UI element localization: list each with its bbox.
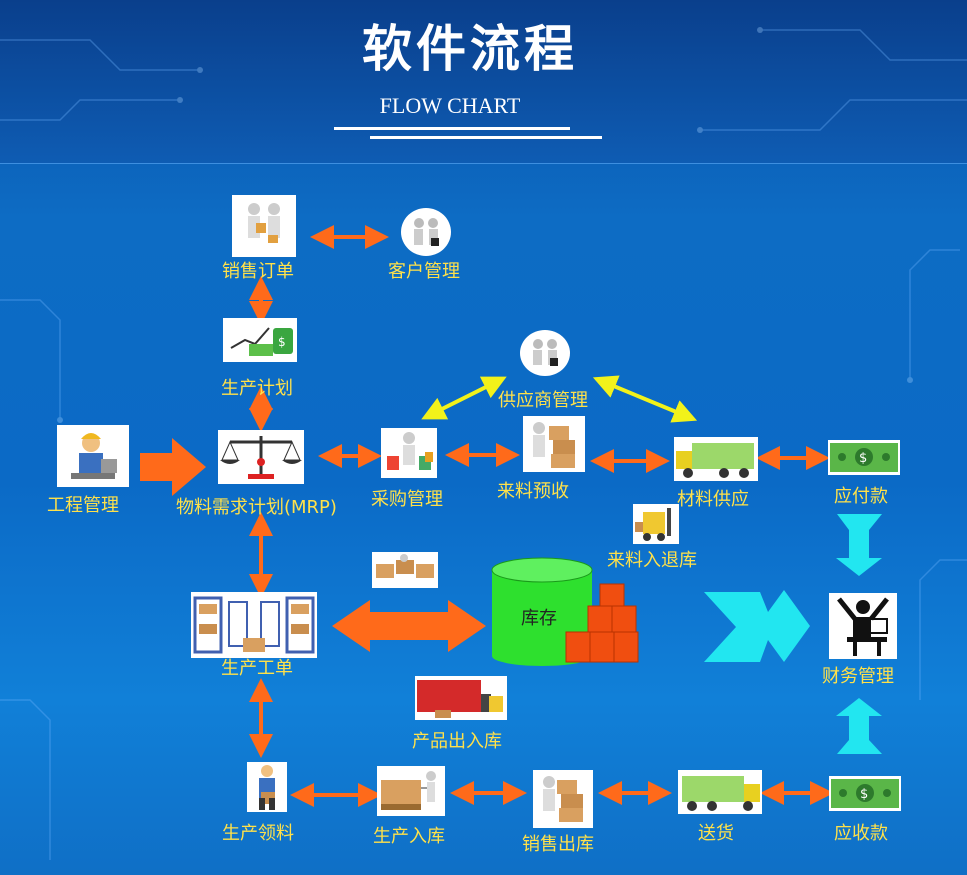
material-supply-truck-icon — [674, 437, 758, 481]
engineering-mgmt-label: 工程管理 — [47, 495, 119, 516]
work-order-label: 生产工单 — [221, 658, 293, 679]
mrp-scale-icon — [218, 430, 304, 484]
purchase-shopping-icon — [381, 428, 437, 478]
mrp-label: 物料需求计划(MRP) — [176, 497, 337, 518]
supplier-handshake-icon — [520, 330, 570, 376]
page-title: 软件流程 — [362, 20, 578, 78]
production-picking-label: 生产领料 — [222, 823, 294, 844]
production-plan-label: 生产计划 — [221, 378, 293, 399]
material-in-return-label: 来料入退库 — [607, 550, 697, 571]
customer-mgmt-label: 客户管理 — [388, 261, 460, 282]
page-subtitle: FLOW CHART — [379, 93, 521, 118]
receivable-label: 应收款 — [834, 823, 888, 844]
svg-text:$: $ — [860, 787, 868, 802]
arrow-receivable-finance — [836, 698, 882, 754]
material-receipt-boxes-icon — [523, 416, 585, 472]
receivable-money-icon: $ — [829, 776, 901, 811]
product-boxes-icon — [372, 552, 438, 588]
arrow-supplier-purchase — [421, 376, 507, 420]
finance-manager-icon — [829, 593, 897, 659]
svg-text:$: $ — [859, 451, 867, 466]
production-in-pallet-icon — [377, 766, 445, 816]
finance-mgmt-label: 财务管理 — [822, 666, 894, 687]
work-order-warehouse-icon — [191, 592, 317, 658]
product-in-out-truck-icon — [415, 676, 507, 720]
production-picking-worker-icon — [247, 762, 287, 812]
sales-order-icon — [232, 195, 296, 257]
inventory-label: 库存 — [521, 608, 557, 629]
arrow-engineering-mrp — [140, 438, 206, 496]
arrow-workorder-inventory — [332, 600, 486, 652]
material-in-return-forklift-icon — [633, 504, 679, 544]
payable-label: 应付款 — [834, 486, 888, 507]
title-underline-bottom — [370, 136, 602, 139]
delivery-truck-icon — [678, 770, 762, 814]
customer-handshake-icon — [401, 208, 451, 256]
engineering-worker-icon — [57, 425, 129, 487]
sales-out-label: 销售出库 — [522, 834, 594, 855]
sales-out-boxes-icon — [533, 770, 593, 828]
material-receipt-label: 来料预收 — [497, 481, 569, 502]
arrow-payable-finance — [836, 514, 882, 576]
delivery-label: 送货 — [698, 823, 734, 844]
product-in-out-label: 产品出入库 — [412, 731, 502, 752]
arrow-inventory-finance — [704, 590, 810, 662]
svg-text:$: $ — [278, 335, 286, 349]
purchase-mgmt-label: 采购管理 — [371, 489, 443, 510]
sales-order-label: 销售订单 — [222, 261, 294, 282]
payable-money-icon: $ — [828, 440, 900, 475]
material-supply-label: 材料供应 — [677, 489, 749, 510]
inventory-cylinder-icon — [491, 557, 639, 666]
arrow-supplier-supply — [592, 375, 698, 423]
title-underline-top — [334, 127, 570, 130]
supplier-mgmt-label: 供应商管理 — [498, 390, 588, 411]
production-plan-money-icon: $ — [223, 318, 297, 362]
production-in-label: 生产入库 — [373, 826, 445, 847]
